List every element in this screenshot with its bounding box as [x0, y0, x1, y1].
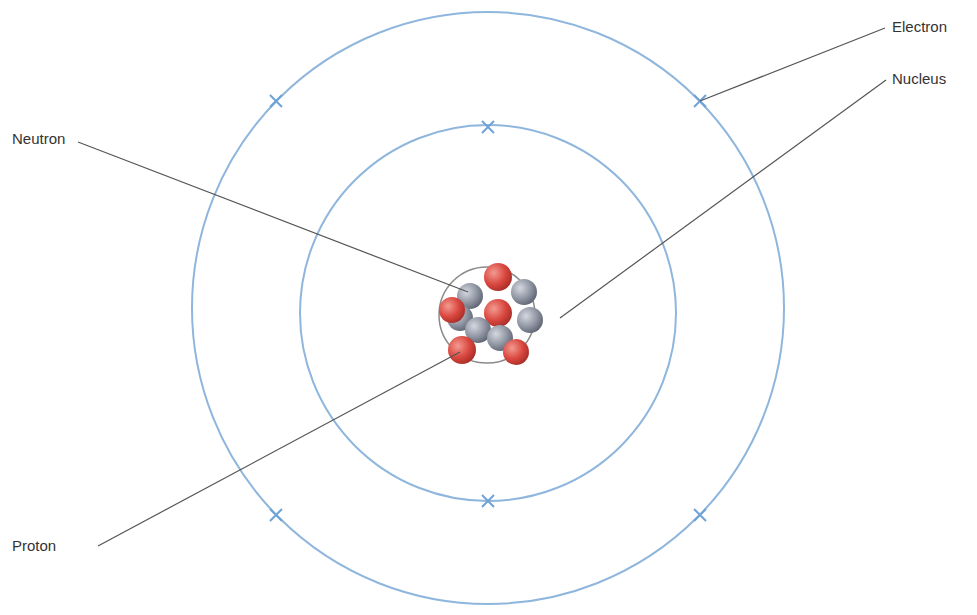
neutron-label: Neutron	[10, 130, 67, 148]
proton-label: Proton	[10, 537, 58, 555]
nucleus-label: Nucleus	[890, 70, 948, 88]
electron-marks	[270, 95, 706, 521]
electron-label: Electron	[890, 18, 949, 36]
leader-lines	[78, 28, 886, 546]
nucleus-particles	[439, 263, 543, 365]
outer-orbit	[192, 12, 784, 604]
inner-orbit	[300, 125, 676, 501]
